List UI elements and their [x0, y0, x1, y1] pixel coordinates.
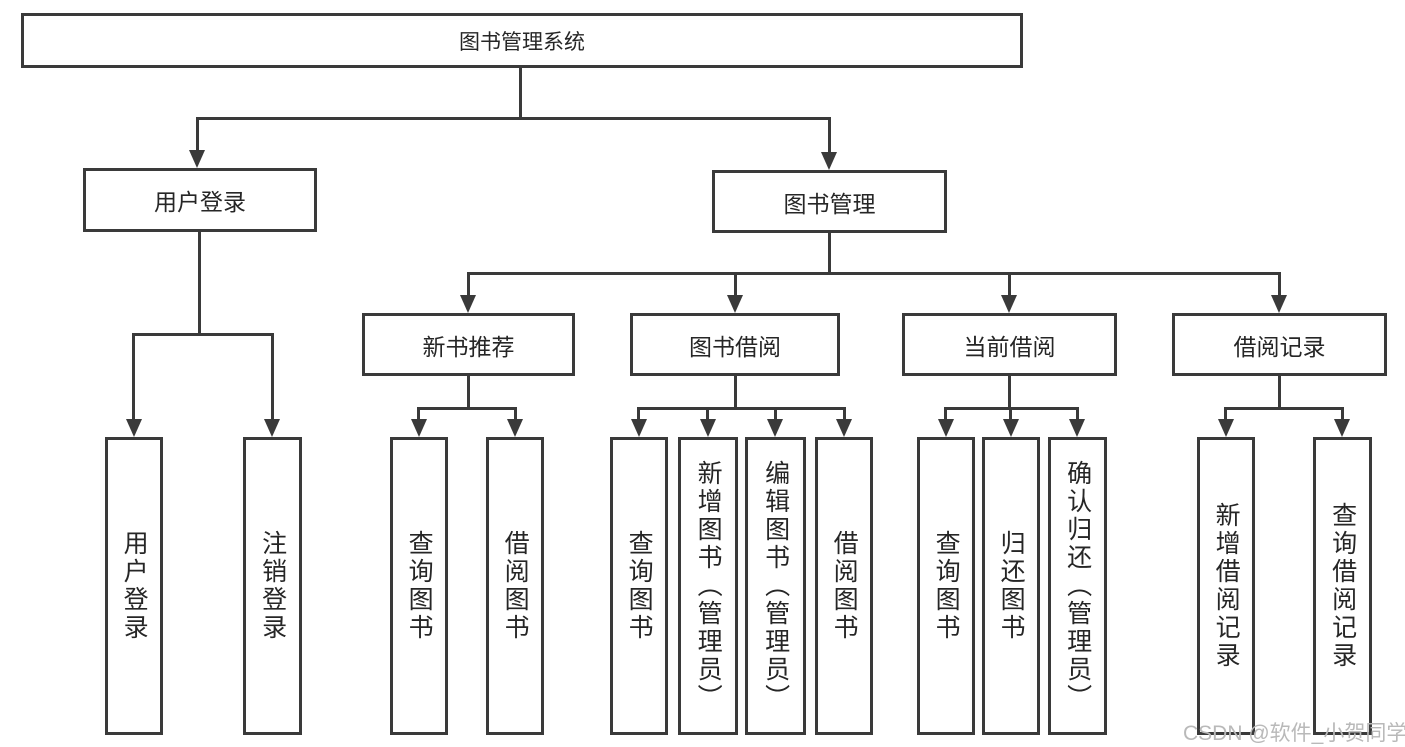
node-new-book-recommendation: 新书推荐 [362, 313, 575, 376]
connector-drop-borrow-records [1278, 272, 1281, 296]
arrowhead-cb-return-icon [1003, 419, 1019, 437]
arrowhead-new-book-rec-icon [460, 295, 476, 313]
connector-drop-bb-borrow [843, 407, 846, 421]
csdn-watermark: CSDN @软件_小贺同学 [1183, 722, 1405, 745]
node-root-library-management-system: 图书管理系统 [21, 13, 1023, 68]
leaf-query-books-under-recommendation: 查询图书 [390, 437, 448, 735]
connector-drop-bb-query [637, 407, 640, 421]
connector-borrow-records-rail [1224, 407, 1344, 410]
arrowhead-br-add-icon [1218, 419, 1234, 437]
connector-drop-nb-borrow [514, 407, 517, 421]
arrowhead-bb-edit-icon [767, 419, 783, 437]
leaf-logout: 注销登录 [243, 437, 302, 735]
connector-drop-book-borrow [734, 272, 737, 296]
leaf-return-books: 归还图书 [982, 437, 1040, 735]
connector-drop-cb-query [944, 407, 947, 421]
connector-drop-new-book-rec [467, 272, 470, 296]
connector-root-rail [196, 117, 831, 120]
leaf-edit-books-admin: 编辑图书（管理员） [745, 437, 806, 735]
connector-drop-book-mgmt [828, 117, 831, 153]
connector-drop-br-add [1224, 407, 1227, 421]
arrowhead-nb-borrow-icon [507, 419, 523, 437]
connector-user-login-rail [132, 333, 274, 336]
leaf-user-login: 用户登录 [105, 437, 163, 735]
arrowhead-current-borrow-icon [1001, 295, 1017, 313]
connector-current-borrow-stem [1008, 376, 1011, 410]
connector-user-login-stem [198, 232, 201, 336]
connector-book-mgmt-rail [467, 272, 1281, 275]
connector-drop-cb-return [1009, 407, 1012, 421]
connector-root-stem [519, 68, 522, 120]
connector-book-mgmt-stem [828, 233, 831, 275]
connector-drop-bb-add [706, 407, 709, 421]
node-current-borrowing: 当前借阅 [902, 313, 1117, 376]
connector-drop-leaf-logout [271, 333, 274, 421]
arrowhead-leaf-user-login-icon [126, 419, 142, 437]
connector-drop-nb-query [417, 407, 420, 421]
arrowhead-bb-add-icon [700, 419, 716, 437]
connector-new-book-rec-stem [467, 376, 470, 410]
leaf-add-books-admin: 新增图书（管理员） [678, 437, 738, 735]
leaf-query-books-under-borrowing: 查询图书 [610, 437, 668, 735]
node-borrowing-records: 借阅记录 [1172, 313, 1387, 376]
leaf-add-borrow-record: 新增借阅记录 [1197, 437, 1255, 735]
node-user-login: 用户登录 [83, 168, 317, 232]
arrowhead-nb-query-icon [411, 419, 427, 437]
arrowhead-borrow-records-icon [1271, 295, 1287, 313]
connector-borrow-records-stem [1278, 376, 1281, 410]
node-book-management: 图书管理 [712, 170, 947, 233]
connector-drop-user-login [196, 117, 199, 151]
arrowhead-bb-borrow-icon [836, 419, 852, 437]
connector-drop-current-borrow [1008, 272, 1011, 296]
connector-new-book-rec-rail [417, 407, 517, 410]
leaf-query-books-under-current: 查询图书 [917, 437, 975, 735]
leaf-confirm-return-admin: 确认归还（管理员） [1048, 437, 1107, 735]
connector-drop-br-query [1341, 407, 1344, 421]
arrowhead-leaf-logout-icon [264, 419, 280, 437]
arrowhead-cb-confirm-icon [1069, 419, 1085, 437]
arrowhead-book-borrow-icon [727, 295, 743, 313]
connector-drop-bb-edit [774, 407, 777, 421]
arrowhead-br-query-icon [1334, 419, 1350, 437]
leaf-query-borrow-record: 查询借阅记录 [1313, 437, 1372, 735]
arrowhead-bb-query-icon [631, 419, 647, 437]
arrowhead-user-login-icon [189, 150, 205, 168]
arrowhead-cb-query-icon [938, 419, 954, 437]
leaf-borrow-books-under-borrowing: 借阅图书 [815, 437, 873, 735]
connector-book-borrow-stem [734, 376, 737, 410]
connector-drop-leaf-user-login [132, 333, 135, 421]
connector-drop-cb-confirm [1076, 407, 1079, 421]
node-book-borrowing: 图书借阅 [630, 313, 840, 376]
connector-book-borrow-rail [637, 407, 846, 410]
arrowhead-book-mgmt-icon [821, 152, 837, 170]
leaf-borrow-books-under-recommendation: 借阅图书 [486, 437, 544, 735]
